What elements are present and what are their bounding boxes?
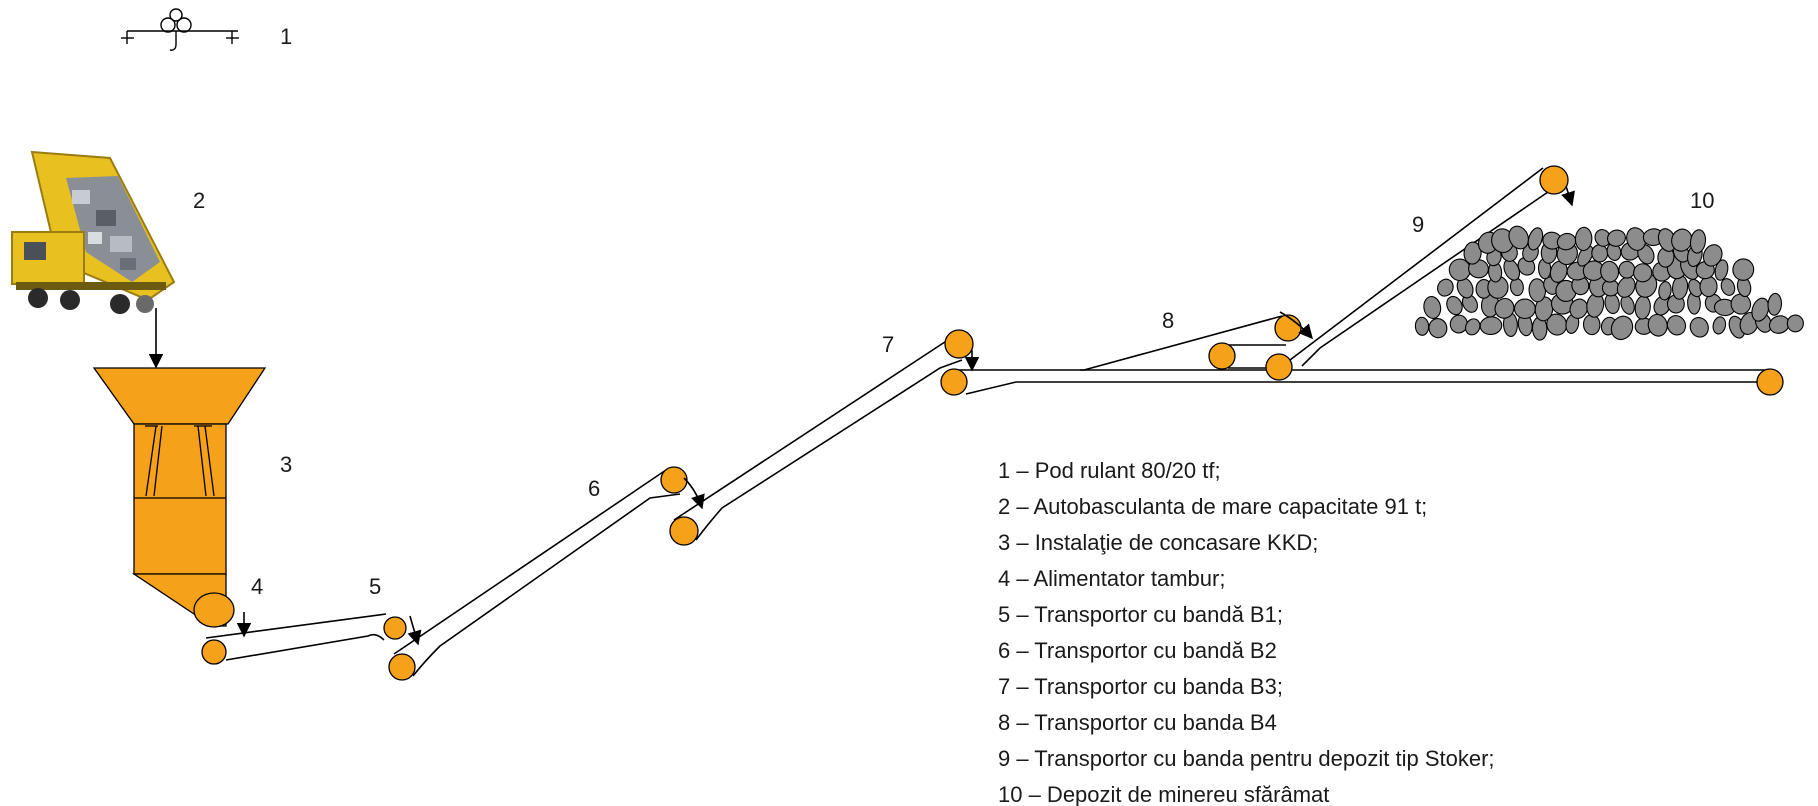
ore-pebble bbox=[1423, 295, 1442, 319]
ore-pebble bbox=[1513, 298, 1536, 320]
legend-item-3: 3 – Instalaţie de concasare KKD; bbox=[998, 530, 1318, 555]
ore-pebble bbox=[1714, 259, 1729, 281]
belt-b2 bbox=[388, 466, 688, 681]
legend: 1 – Pod rulant 80/20 tf; 2 – Autobascula… bbox=[998, 458, 1495, 806]
legend-item-4: 4 – Alimentator tambur; bbox=[998, 566, 1225, 591]
ore-pile-icon bbox=[1414, 225, 1804, 341]
legend-item-6: 6 – Transportor cu bandă B2 bbox=[998, 638, 1277, 663]
dump-truck-icon bbox=[11, 150, 176, 314]
label-3: 3 bbox=[280, 452, 292, 477]
stoker-discharge-arrow bbox=[1561, 185, 1575, 207]
b1-transfer-arrow bbox=[407, 615, 422, 646]
legend-item-8: 8 – Transportor cu banda B4 bbox=[998, 710, 1277, 735]
ore-pebble bbox=[1702, 244, 1723, 267]
label-4: 4 bbox=[251, 574, 263, 599]
ore-pebble bbox=[1634, 295, 1651, 320]
ore-pebble bbox=[1582, 314, 1601, 336]
drum-feeder bbox=[193, 592, 235, 628]
ore-pebble bbox=[1465, 318, 1481, 336]
ore-pebble bbox=[1508, 225, 1529, 250]
ore-pebble bbox=[1699, 275, 1718, 298]
label-2: 2 bbox=[193, 188, 205, 213]
label-10: 10 bbox=[1690, 188, 1714, 213]
ore-pebble bbox=[1712, 316, 1727, 335]
ore-pebble bbox=[1527, 227, 1544, 251]
ore-pebble bbox=[1534, 296, 1554, 322]
ore-pebble bbox=[1428, 318, 1448, 339]
ore-pebble bbox=[1509, 277, 1524, 297]
ore-pebble bbox=[1600, 260, 1620, 283]
ore-pebble bbox=[1616, 276, 1636, 298]
ore-pebble bbox=[1574, 226, 1593, 252]
ore-pebble bbox=[1494, 297, 1515, 319]
belt-b4 bbox=[940, 314, 1784, 396]
ore-pebble bbox=[1618, 260, 1636, 279]
ore-pebble bbox=[1658, 281, 1672, 301]
ore-pebble bbox=[1437, 278, 1454, 297]
belt-b3 bbox=[669, 329, 974, 546]
label-8: 8 bbox=[1162, 308, 1174, 333]
legend-item-2: 2 – Autobasculanta de mare capacitate 91… bbox=[998, 494, 1427, 519]
label-1: 1 bbox=[280, 24, 292, 49]
ore-pebble bbox=[1767, 292, 1783, 316]
ore-pebble bbox=[1569, 298, 1588, 319]
crane-icon bbox=[121, 8, 239, 51]
b4-transfer-arrow bbox=[1279, 311, 1313, 340]
ore-pebble bbox=[1414, 316, 1430, 336]
ore-pebble bbox=[1647, 313, 1668, 337]
ore-pebble bbox=[1610, 315, 1634, 341]
b2-transfer-arrow bbox=[683, 477, 705, 510]
legend-item-10: 10 – Depozit de minereu sfărâmat bbox=[998, 782, 1329, 806]
ore-pebble bbox=[1606, 229, 1626, 247]
ore-pebble bbox=[1732, 258, 1755, 281]
crusher-kkd bbox=[92, 367, 267, 627]
ore-pebble bbox=[1546, 313, 1568, 336]
ore-pebble bbox=[1633, 263, 1653, 283]
ore-pebble bbox=[1446, 295, 1463, 316]
ore-pebble bbox=[1591, 244, 1609, 263]
ore-pebble bbox=[1730, 293, 1752, 315]
label-9: 9 bbox=[1412, 212, 1424, 237]
belt-b1 bbox=[201, 613, 407, 665]
label-6: 6 bbox=[588, 476, 600, 501]
legend-item-1: 1 – Pod rulant 80/20 tf; bbox=[998, 458, 1221, 483]
legend-item-5: 5 – Transportor cu bandă B1; bbox=[998, 602, 1283, 627]
ore-pebble bbox=[1666, 315, 1687, 336]
legend-item-7: 7 – Transportor cu banda B3; bbox=[998, 674, 1283, 699]
ore-pebble bbox=[1751, 297, 1770, 322]
ore-pebble bbox=[1720, 278, 1736, 296]
label-7: 7 bbox=[882, 332, 894, 357]
ore-pebble bbox=[1463, 241, 1482, 265]
label-5: 5 bbox=[369, 574, 381, 599]
ore-pebble bbox=[1479, 316, 1503, 336]
legend-item-9: 9 – Transportor cu banda pentru depozit … bbox=[998, 746, 1495, 771]
ore-pebble bbox=[1689, 229, 1707, 254]
ore-pebble bbox=[1786, 314, 1804, 333]
ore-pebble bbox=[1689, 317, 1709, 338]
